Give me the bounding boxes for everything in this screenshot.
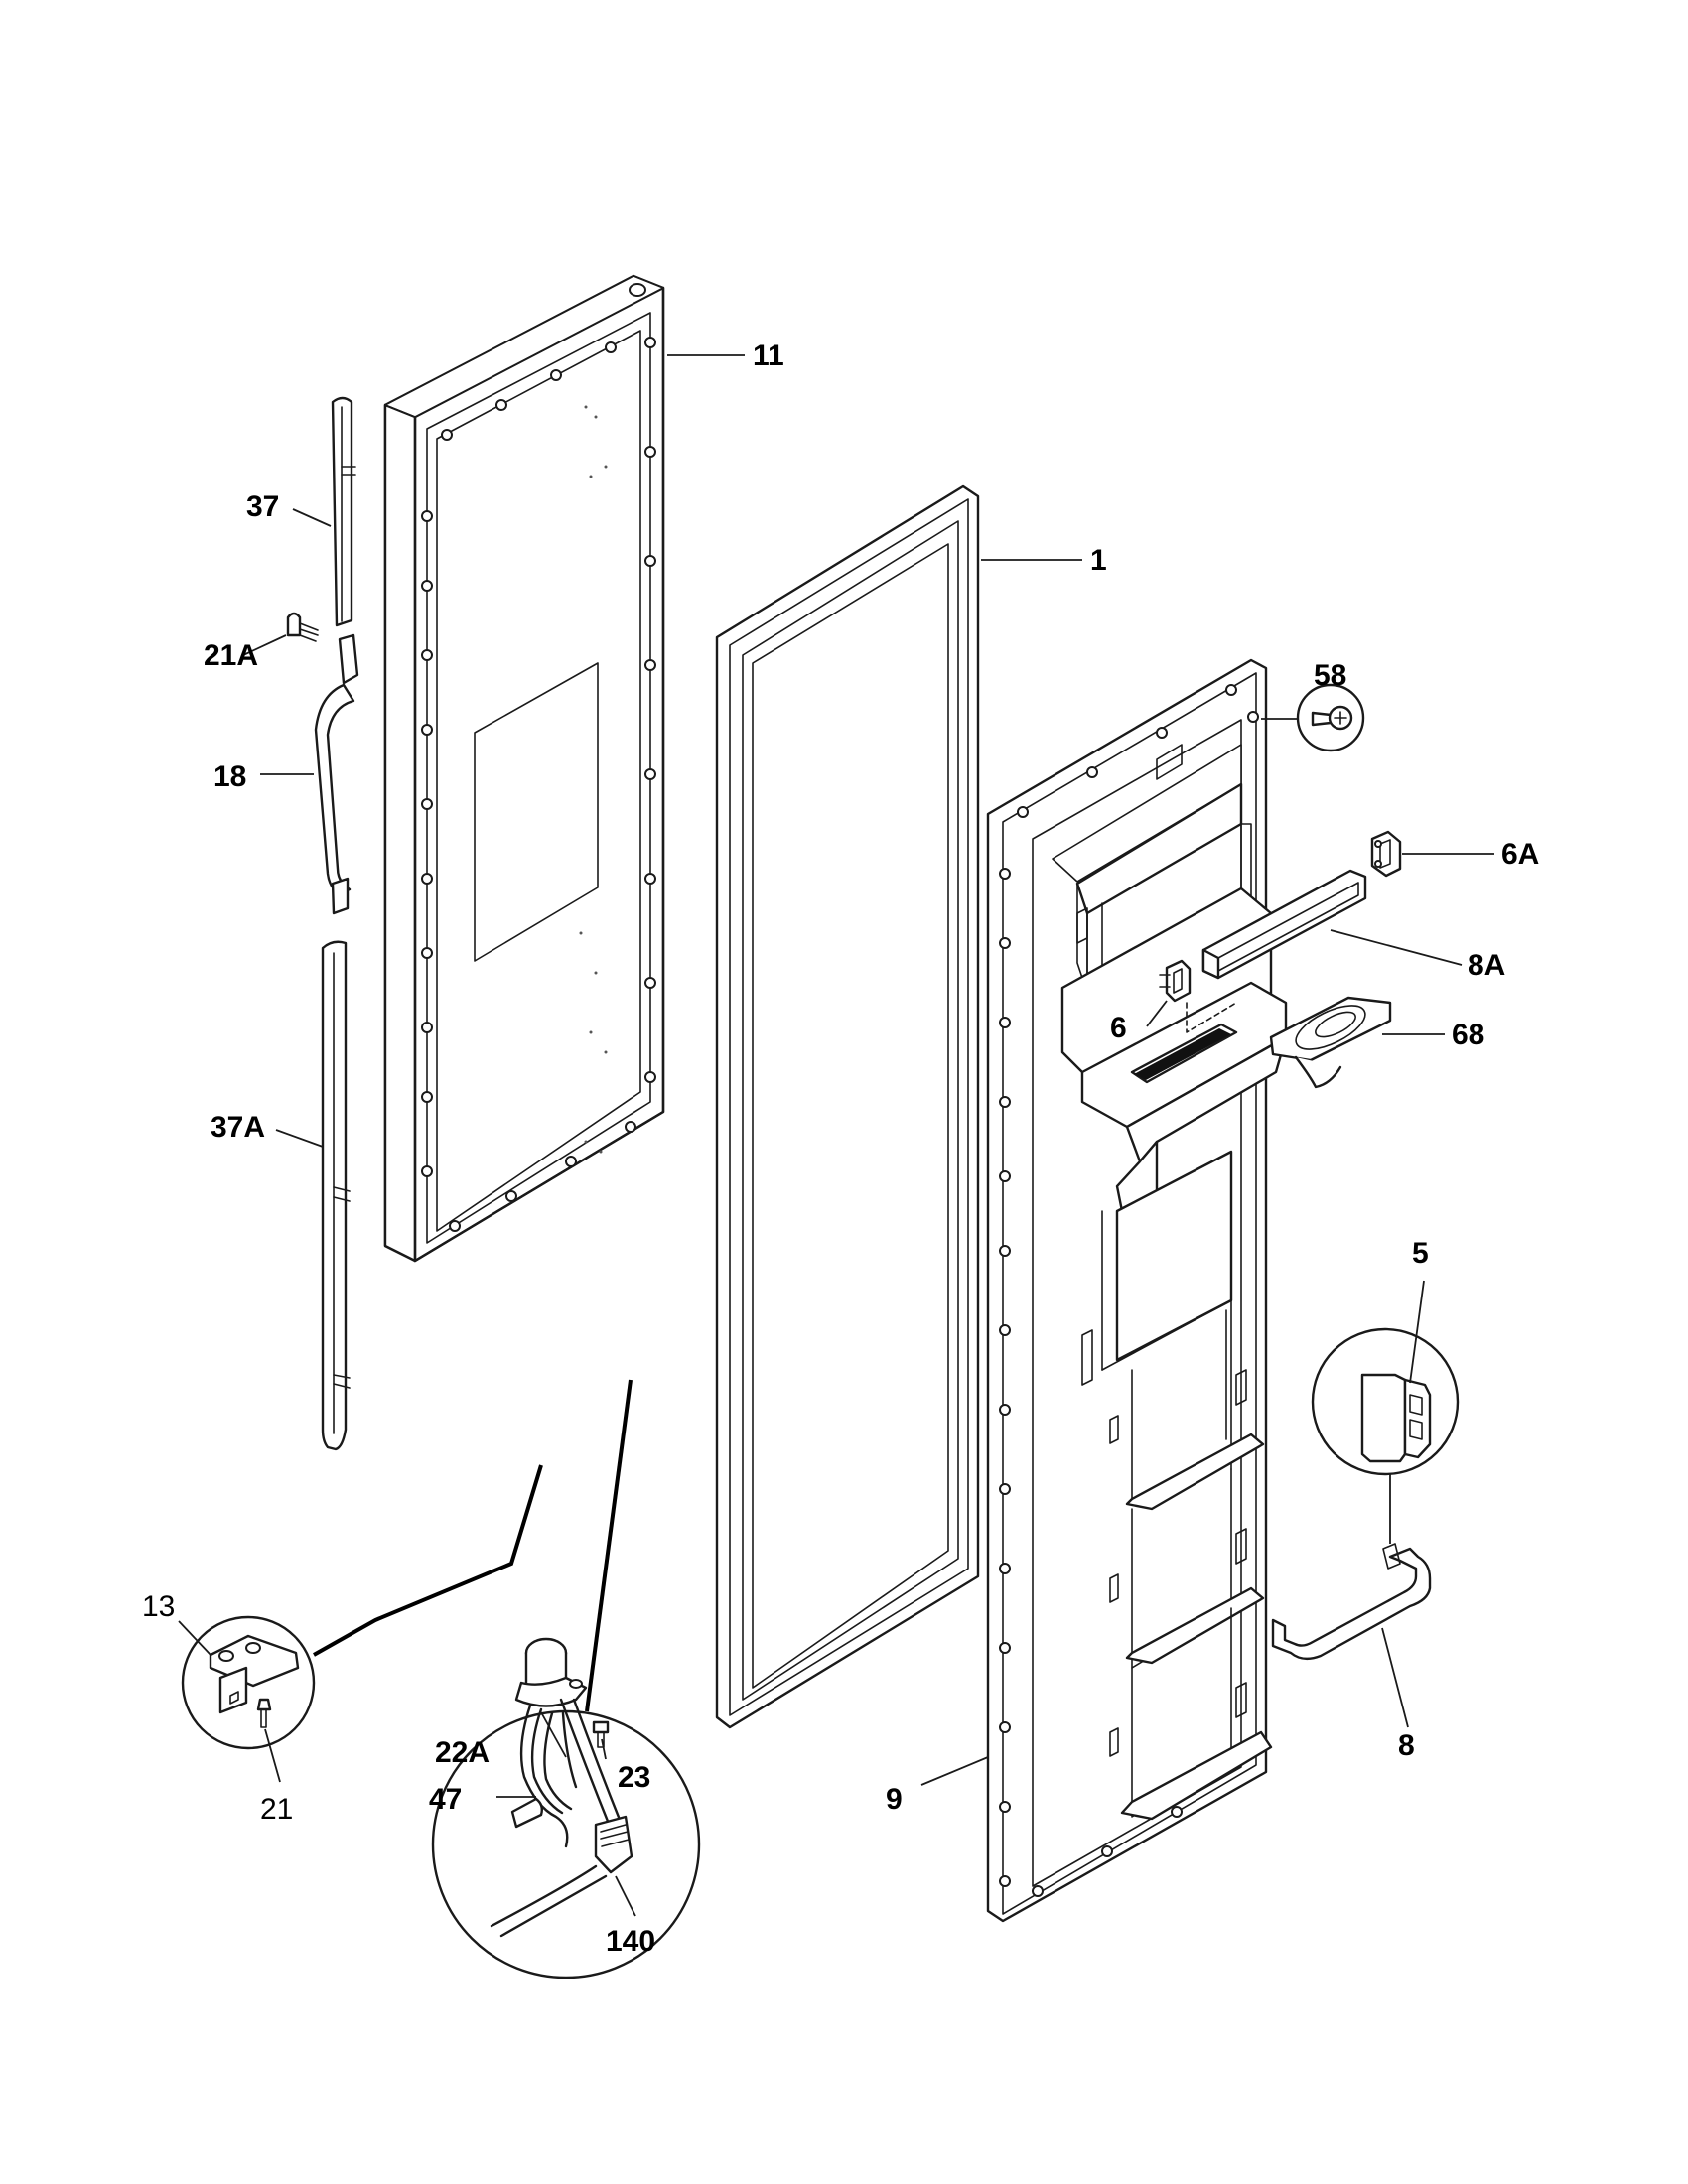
inner-door-liner [986, 658, 1288, 1923]
callout-140: 140 [606, 1925, 655, 1958]
callout-58: 58 [1314, 659, 1346, 692]
callout-5: 5 [1412, 1237, 1429, 1270]
callout-37: 37 [246, 490, 279, 523]
callout-18: 18 [213, 760, 246, 793]
callout-37a: 37A [211, 1111, 265, 1144]
lower-trim-strip [321, 940, 351, 1451]
callout-23: 23 [618, 1761, 650, 1794]
clip-6a [1370, 830, 1402, 878]
callout-13: 13 [142, 1590, 175, 1623]
part-5-detail [1311, 1280, 1460, 1544]
door-right-holes [441, 337, 656, 1083]
callout-47: 47 [429, 1783, 462, 1816]
callout-1: 1 [1090, 544, 1107, 577]
hinge-detail-13 [178, 1464, 543, 1783]
callout-22a: 22A [435, 1736, 490, 1769]
liner-shelves [1101, 1299, 1273, 1821]
callout-68: 68 [1452, 1019, 1484, 1051]
leader-lines [242, 354, 1494, 1786]
channel-8a [1201, 869, 1367, 980]
liner-holes [999, 684, 1259, 1897]
callout-21: 21A [204, 639, 258, 672]
callout-labels: 11 1 37 21A 18 37A 58 6A 8A 6 68 5 8 9 1… [142, 340, 1539, 1958]
valve-detail-circle [431, 1379, 701, 1979]
door-handle [314, 633, 359, 915]
callout-8a: 8A [1468, 949, 1505, 982]
callout-8: 8 [1398, 1729, 1415, 1762]
door-gasket [715, 484, 980, 1729]
callout-6a: 6A [1501, 838, 1539, 871]
bracket-8 [1271, 1543, 1432, 1661]
door-outer-panel [383, 274, 665, 1263]
screw-21 [286, 612, 319, 642]
upper-trim-strip [331, 396, 356, 627]
clip-6 [1159, 959, 1192, 1003]
door-surface-dots [579, 405, 608, 1154]
door-left-holes [421, 510, 636, 1232]
dispenser-pad-68 [1269, 996, 1392, 1089]
callout-11: 11 [753, 340, 784, 372]
callout-6: 6 [1110, 1012, 1127, 1044]
callout-21a: 21 [260, 1793, 293, 1826]
screw-58-detail [1261, 683, 1365, 752]
callout-9: 9 [886, 1783, 903, 1816]
